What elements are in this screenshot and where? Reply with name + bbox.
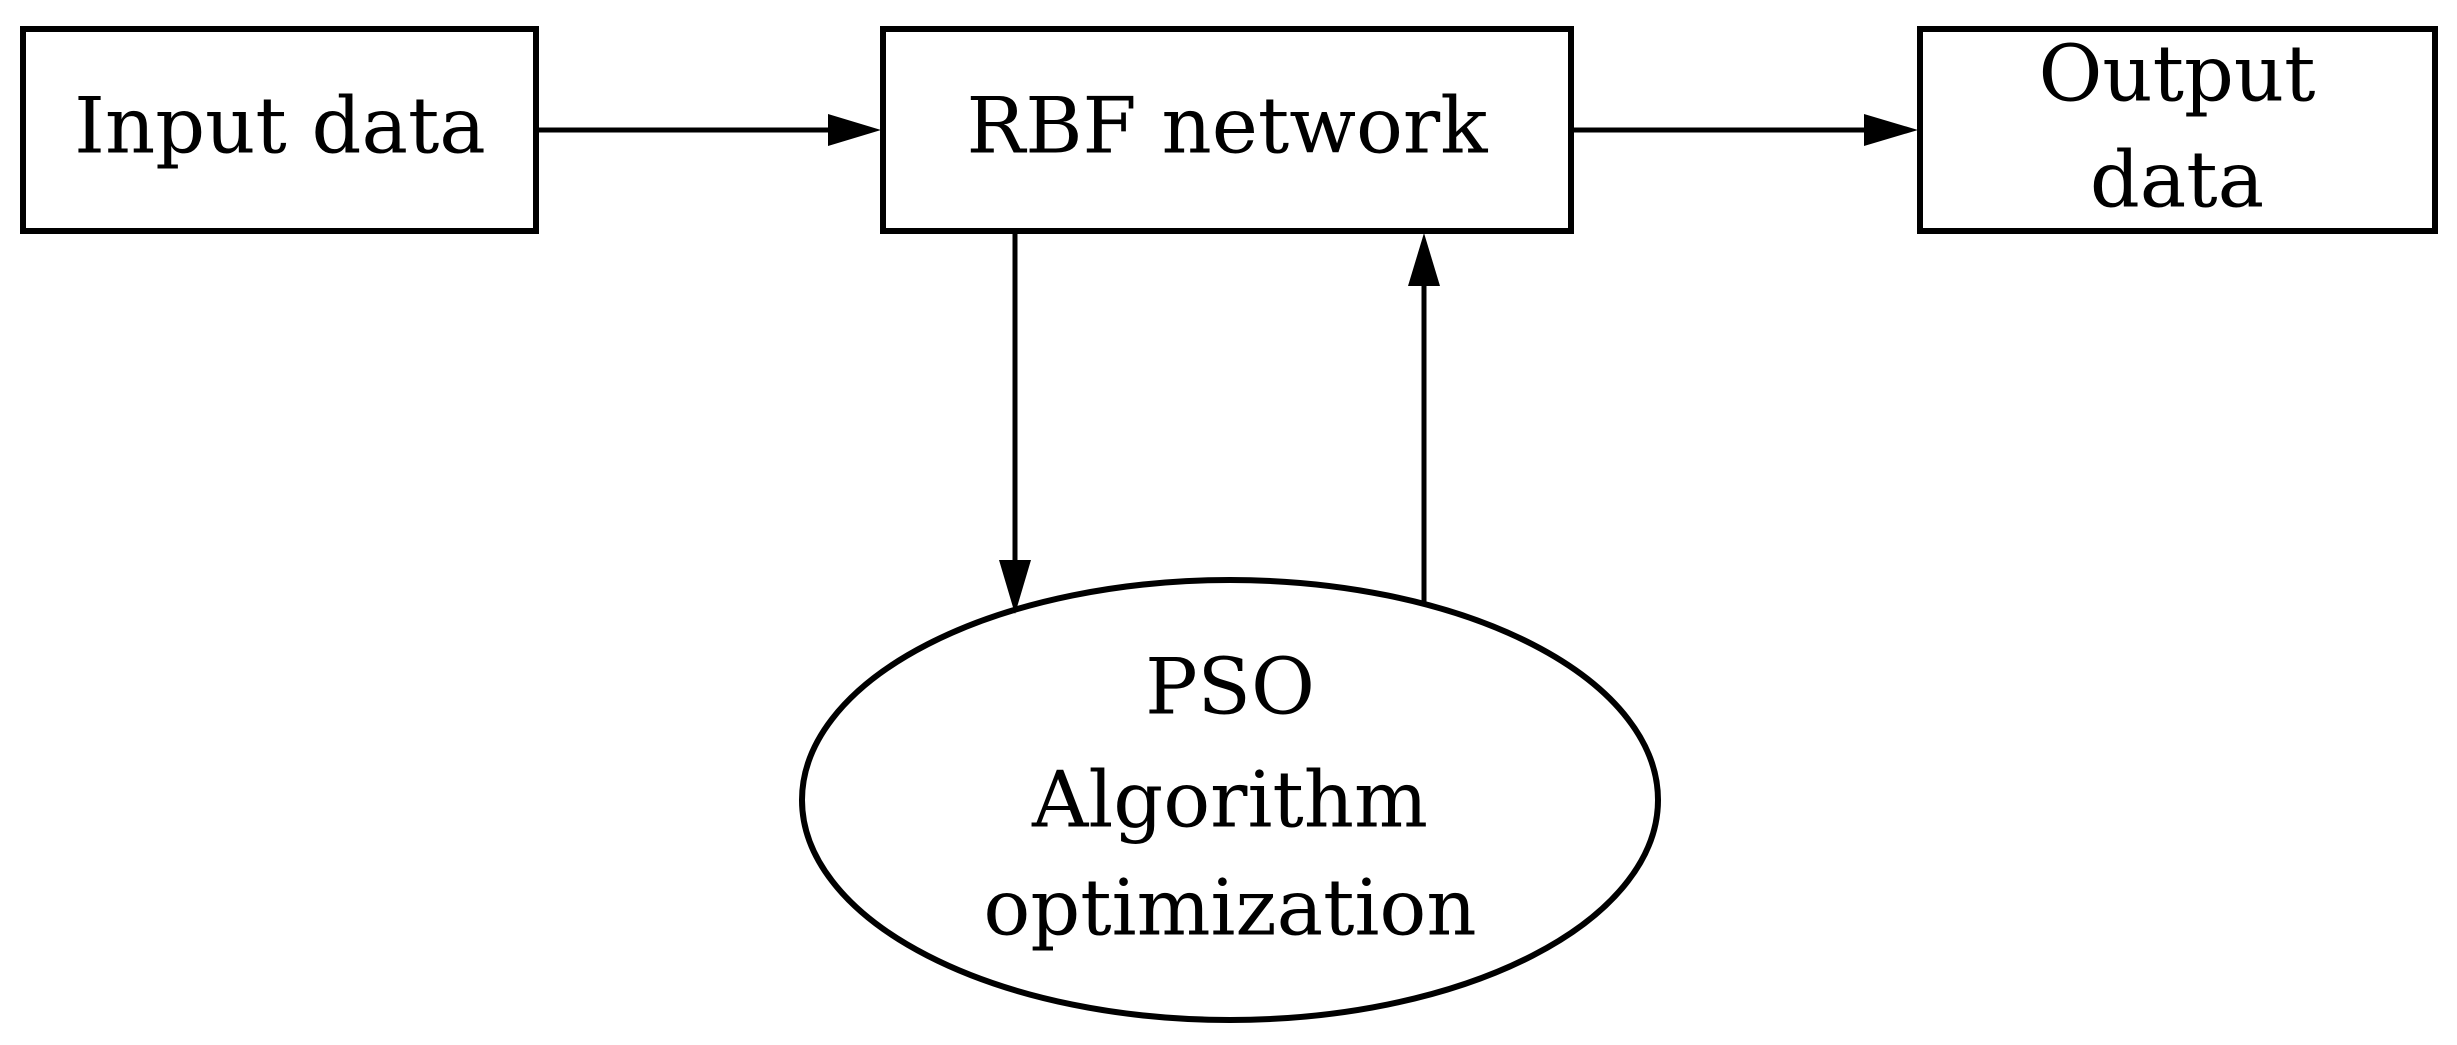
arrow-pso-to-rbf-head	[1408, 233, 1440, 286]
rbf-network-box	[880, 26, 1574, 234]
output-data-label-line-2: data	[2090, 136, 2264, 226]
node-pso-optimization: PSO Algorithm optimization	[799, 577, 1661, 1023]
node-output-data: Output data	[1917, 26, 2438, 234]
arrow-rbf-to-pso-head	[999, 560, 1031, 614]
pso-ellipse	[799, 577, 1661, 1023]
arrow-rbf-to-output-head	[1864, 114, 1918, 146]
pso-label-line-1: PSO	[1145, 643, 1315, 733]
output-data-box	[1917, 26, 2438, 234]
input-data-label: Input data	[74, 82, 486, 172]
node-rbf-network: RBF network	[880, 26, 1574, 234]
rbf-network-label: RBF network	[967, 82, 1489, 172]
node-input-data: Input data	[20, 26, 539, 234]
arrow-pso-to-rbf	[1408, 233, 1440, 604]
arrow-input-to-rbf-head	[828, 114, 881, 146]
pso-label-line-2: Algorithm	[1031, 756, 1428, 846]
pso-label-line-3: optimization	[983, 864, 1476, 954]
output-data-label-line-1: Output	[2038, 30, 2315, 120]
arrow-rbf-to-pso	[999, 231, 1031, 614]
arrow-rbf-to-output	[1571, 114, 1918, 146]
input-data-box	[20, 26, 539, 234]
arrow-input-to-rbf	[536, 114, 881, 146]
